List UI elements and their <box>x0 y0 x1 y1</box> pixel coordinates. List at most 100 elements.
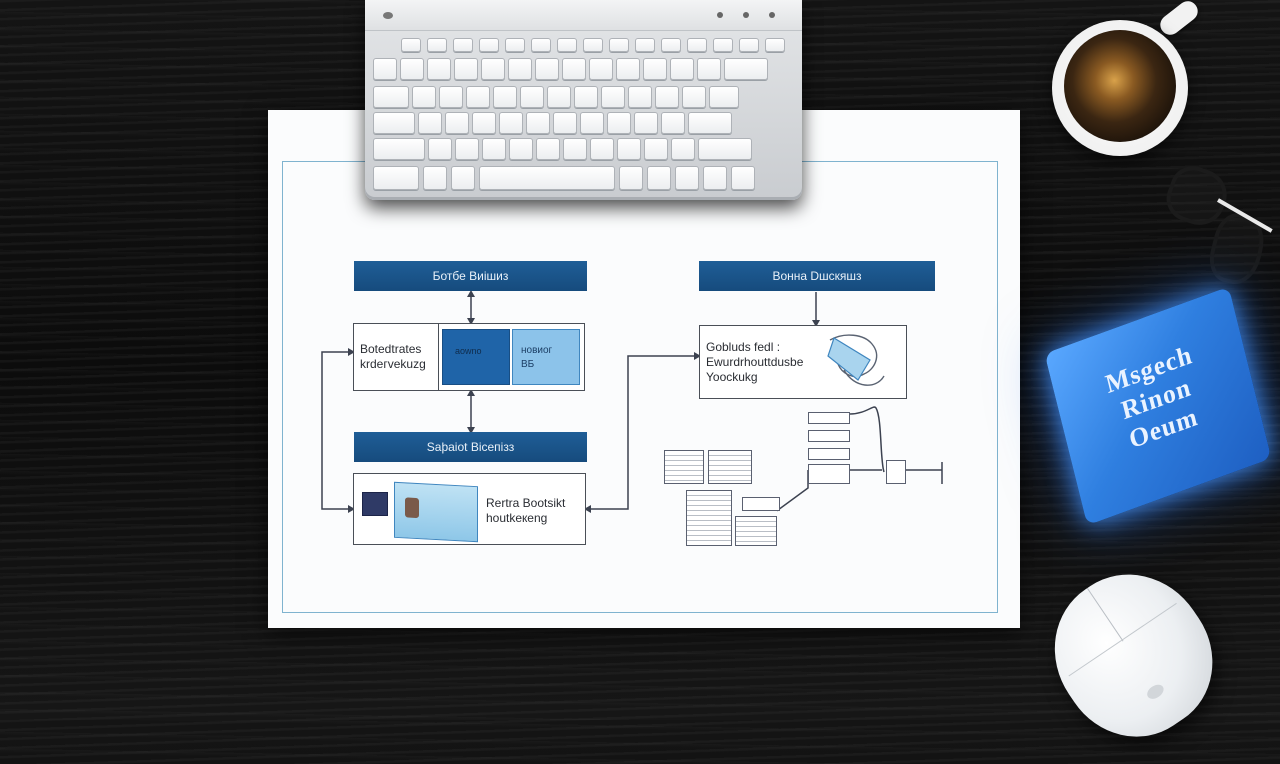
keyboard-key <box>509 138 533 160</box>
keyboard-key <box>401 38 421 52</box>
document-sketch-4 <box>735 516 777 546</box>
mouse-logo-icon <box>1144 681 1167 702</box>
keyboard-key <box>373 58 397 80</box>
keyboard-key <box>423 166 447 190</box>
keyboard-key <box>562 58 586 80</box>
keyboard-key <box>765 38 785 52</box>
keyboard-key <box>617 138 641 160</box>
mouse-button-split <box>1086 587 1124 642</box>
keyboard-key <box>563 138 587 160</box>
left-top-node-cell-light: новиог ВБ <box>512 329 580 385</box>
keyboard-key <box>505 38 525 52</box>
left-top-node-cell-dark: aowno <box>442 329 510 385</box>
screen-preview-panel <box>394 481 478 543</box>
keyboard-key <box>373 86 409 108</box>
keyboard-key <box>589 58 613 80</box>
left-top-header-label: Ботбе Виішиз <box>432 269 509 283</box>
right-header-label: Boнна Dшскяшз <box>772 269 862 283</box>
keyboard-key <box>682 86 706 108</box>
window-thumbnail-icon <box>362 492 388 516</box>
keyboard-key <box>697 58 721 80</box>
keyboard-key <box>661 38 681 52</box>
block-sketch-6 <box>886 460 906 484</box>
keyboard-key <box>644 138 668 160</box>
keyboard-key <box>709 86 739 108</box>
block-sketch-4 <box>808 448 850 460</box>
keyboard-key <box>427 58 451 80</box>
keyboard-key <box>428 138 452 160</box>
keyboard-key <box>671 138 695 160</box>
keyboard-key <box>635 38 655 52</box>
keyboard-key <box>687 38 707 52</box>
keyboard-key <box>479 38 499 52</box>
keyboard-key <box>675 166 699 190</box>
left-top-header-bar: Ботбе Виішиз <box>354 261 587 291</box>
document-sketch-3 <box>686 490 732 546</box>
left-top-node-cell-light-label: новиог ВБ <box>521 345 553 370</box>
mouse-button-line <box>1068 602 1177 677</box>
keyboard-key <box>531 38 551 52</box>
keyboard-key <box>616 58 640 80</box>
keyboard-key <box>454 58 478 80</box>
keyboard-key <box>400 58 424 80</box>
keyboard-key <box>451 166 475 190</box>
keyboard-key <box>499 112 523 134</box>
keyboard-key <box>731 166 755 190</box>
keyboard-key <box>655 86 679 108</box>
keyboard-key <box>619 166 643 190</box>
keyboard-key <box>547 86 571 108</box>
keyboard-keys <box>365 0 802 200</box>
keyboard-key <box>739 38 759 52</box>
keyboard-key <box>688 112 732 134</box>
keyboard-key <box>553 112 577 134</box>
keyboard-indicator-2 <box>743 12 749 18</box>
right-header-bar: Boнна Dшскяшз <box>699 261 935 291</box>
preview-figure-icon <box>405 497 419 519</box>
keyboard-key <box>445 112 469 134</box>
keyboard-key <box>453 38 473 52</box>
right-node-text: Gobluds fedl : Ewurdrhouttdusbe Yoockukg <box>706 340 804 384</box>
keyboard-key <box>713 38 733 52</box>
left-bottom-node-text: Rertra Bootsikt houtkeкeng <box>486 496 566 525</box>
keyboard-key <box>373 138 425 160</box>
keyboard-key <box>520 86 544 108</box>
keyboard-key <box>482 138 506 160</box>
keyboard-key <box>661 112 685 134</box>
keyboard-key <box>373 112 415 134</box>
keyboard-key <box>508 58 532 80</box>
keyboard-key <box>634 112 658 134</box>
keyboard-key <box>493 86 517 108</box>
block-sketch-1 <box>742 497 780 511</box>
keyboard-key <box>670 58 694 80</box>
keyboard-key <box>647 166 671 190</box>
left-top-node-text: Botedtrates krdeгvekuzg <box>360 342 426 371</box>
keyboard-key <box>609 38 629 52</box>
keyboard-key <box>643 58 667 80</box>
keyboard-key <box>580 112 604 134</box>
document-sketch-1 <box>664 450 704 484</box>
keyboard-key <box>472 112 496 134</box>
keyboard-key <box>607 112 631 134</box>
keyboard-key <box>479 166 615 190</box>
keyboard-key <box>439 86 463 108</box>
keyboard-key <box>536 138 560 160</box>
keyboard-key <box>418 112 442 134</box>
keyboard-key <box>601 86 625 108</box>
block-sketch-2 <box>808 412 850 424</box>
keyboard-key <box>412 86 436 108</box>
keyboard-indicator-left <box>383 12 393 19</box>
keyboard-key <box>481 58 505 80</box>
left-bottom-header-bar: Saþaiot Biceпiзз <box>354 432 587 462</box>
coffee-surface <box>1064 30 1176 142</box>
block-sketch-3 <box>808 430 850 442</box>
left-bottom-header-label: Saþaiot Biceпiзз <box>426 440 515 454</box>
keyboard-key <box>526 112 550 134</box>
keyboard-key <box>373 166 419 190</box>
keyboard-key <box>724 58 768 80</box>
keyboard-key <box>427 38 447 52</box>
keyboard-key <box>628 86 652 108</box>
keyboard-key <box>466 86 490 108</box>
keyboard-top-bar <box>365 0 802 31</box>
keyboard-key <box>557 38 577 52</box>
sticky-note-text: Msgech Rinon Oeum <box>1102 339 1201 455</box>
